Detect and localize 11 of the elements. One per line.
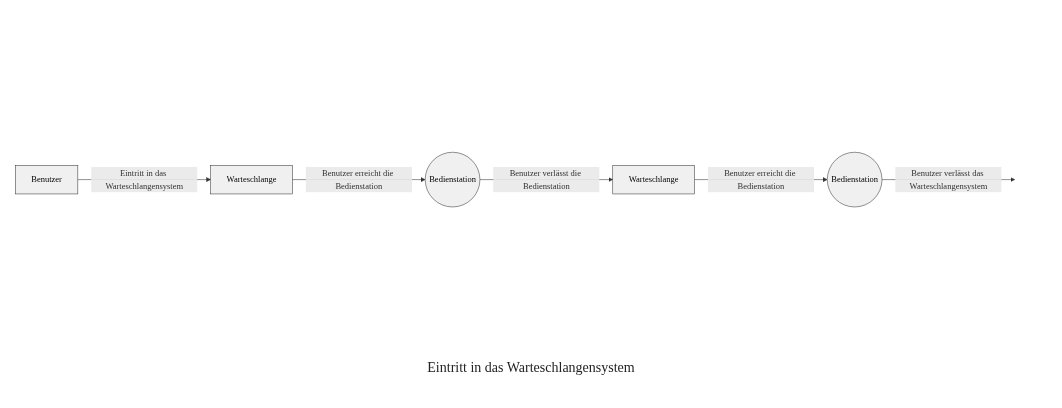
- node-box: Warteschlange: [210, 165, 293, 195]
- edge-label: Benutzer verlässt das Warteschlangensystem: [909, 168, 988, 191]
- edge-label: Eintritt in das Warteschlangensystem: [105, 168, 184, 191]
- node-box: Warteschlange: [612, 165, 695, 195]
- edge-label: Benutzer erreicht die Bedienstation: [322, 168, 394, 191]
- edge-label: Benutzer erreicht die Bedienstation: [724, 168, 796, 191]
- node-circle: Bedienstation: [424, 152, 481, 208]
- node-box: Benutzer: [15, 165, 79, 195]
- edge-label: Benutzer verlässt die Bedienstation: [509, 168, 581, 191]
- note-text: Eintritt in das Warteschlangensystem: [427, 360, 635, 375]
- node-circle: Bedienstation: [827, 152, 883, 208]
